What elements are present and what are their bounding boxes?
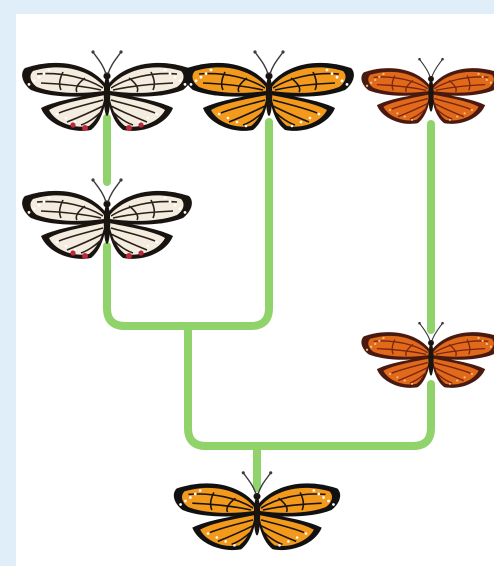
branch-lines — [107, 118, 431, 488]
butterfly-red-ancestor-top — [361, 58, 494, 124]
